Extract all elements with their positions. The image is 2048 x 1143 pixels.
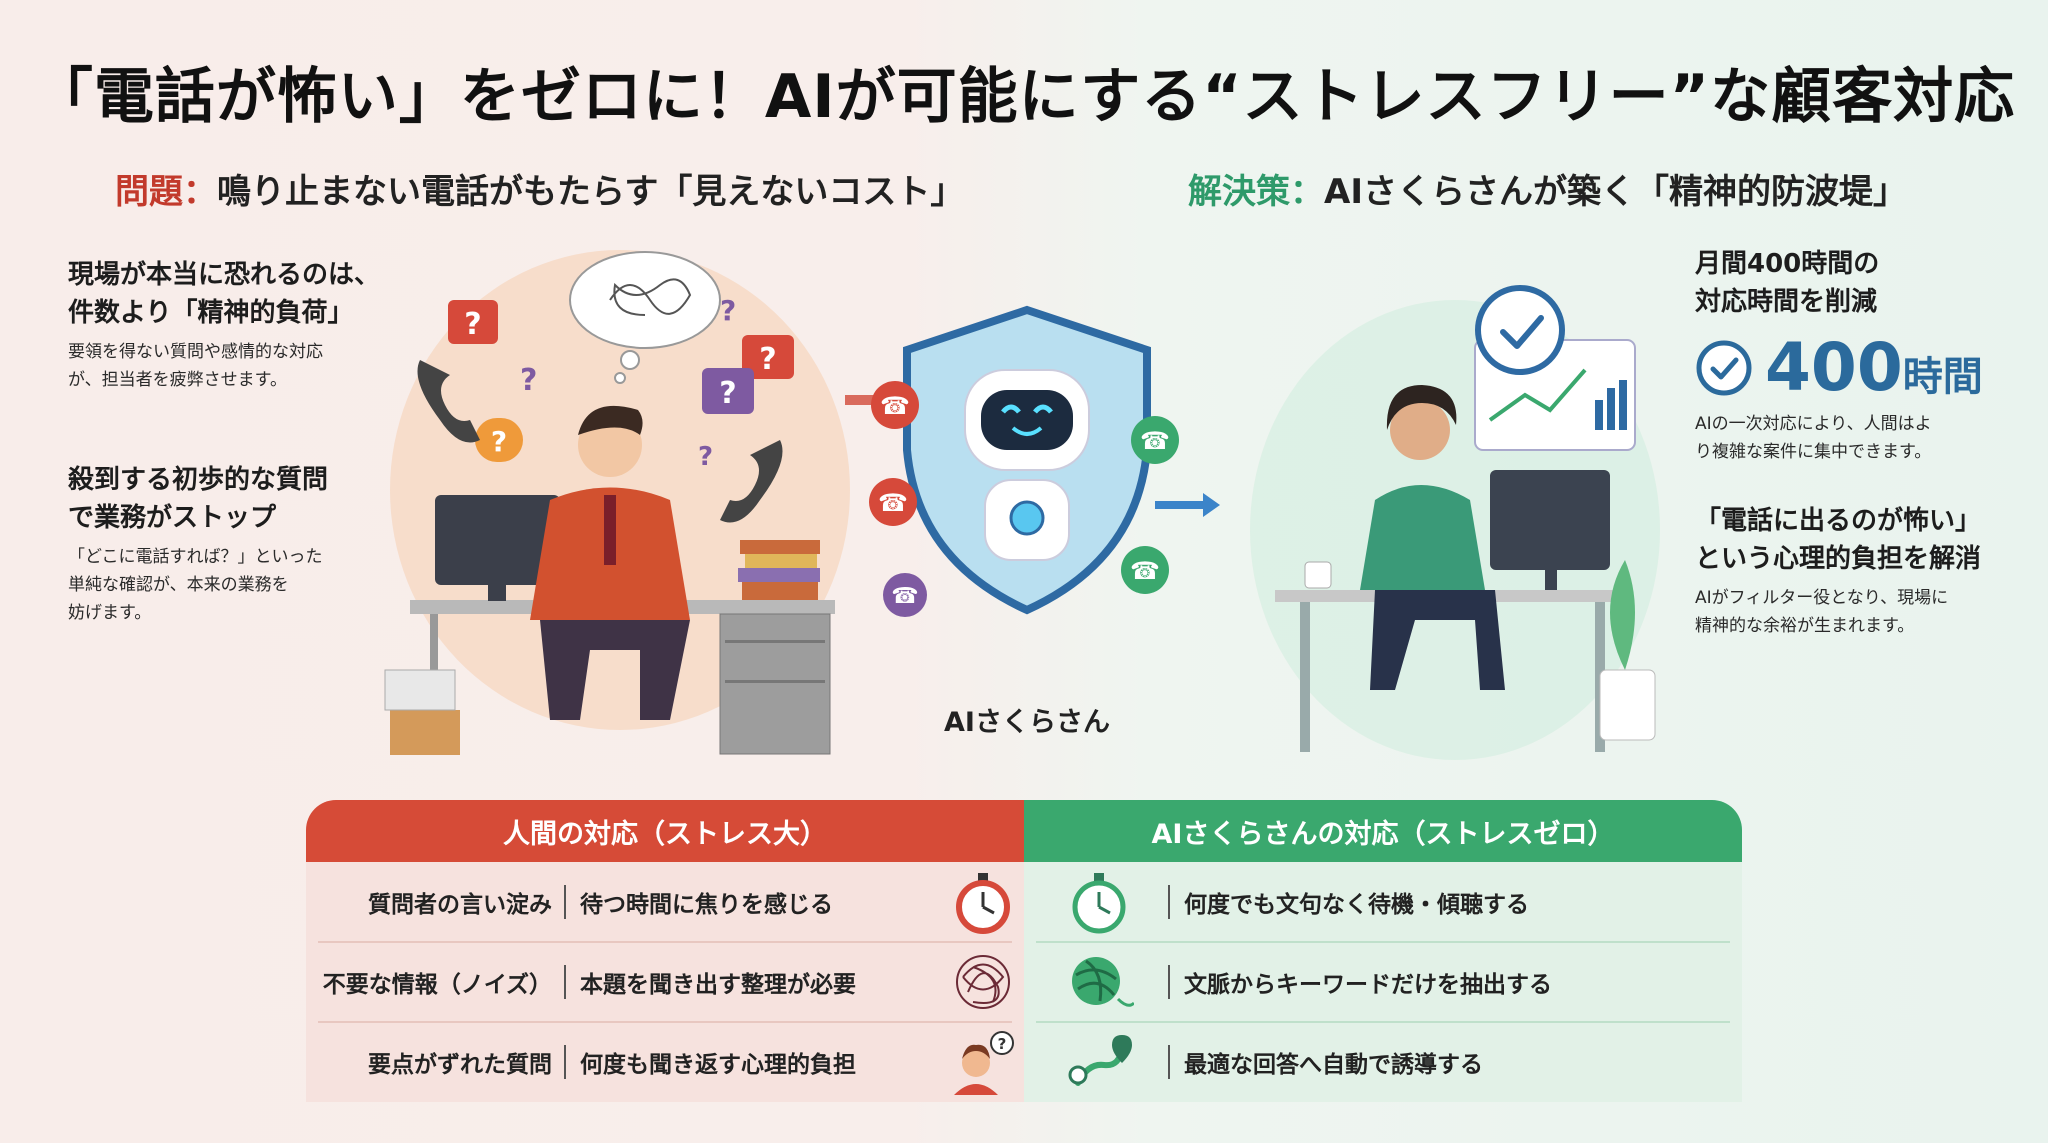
svg-text:?: ? [998, 1035, 1007, 1053]
table-row: 何度でも文句なく待機・傾聴する [1024, 862, 1742, 942]
row-text: 何度も聞き返す心理的負担 [580, 1052, 856, 1078]
right-point-1: 月間400時間の 対応時間を削減 400時間 AIの一次対応により、人間はよ り… [1695, 245, 2035, 466]
svg-text:?: ? [491, 425, 507, 458]
svg-text:?: ? [464, 307, 481, 342]
robot-label: AIさくらさん [944, 707, 1110, 738]
confused-person-icon: ? [954, 1031, 1014, 1095]
human-response-rows: 質問者の言い淀み 待つ時間に焦りを感じる 不要な情報（ノイズ） 本題を聞き出す整… [306, 862, 1024, 1102]
right-point-2-body-line1: AIがフィルター役となり、現場に [1695, 588, 1949, 608]
solution-text: AIさくらさんが築く「精神的防波堤」 [1324, 172, 1907, 212]
stat-400-hours: 400時間 [1765, 329, 1983, 406]
stat-unit: 時間 [1902, 354, 1983, 400]
table-row: 文脈からキーワードだけを抽出する [1024, 942, 1742, 1022]
right-point-1-body-line2: り複雑な案件に集中できます。 [1695, 442, 1932, 462]
svg-text:☎: ☎ [891, 584, 918, 609]
row-label: 要点がずれた質問 [368, 1052, 552, 1078]
right-point-2-body-line2: 精神的な余裕が生まれます。 [1695, 616, 1915, 636]
left-point-1-heading-line1: 現場が本当に恐れるのは、 [68, 260, 381, 290]
ai-response-header: AIさくらさんの対応（ストレスゼロ） [1024, 800, 1742, 862]
right-point-2-heading-line1: 「電話に出るのが怖い」 [1695, 506, 1982, 536]
left-point-1-body-line2: が、担当者を疲弊させます。 [68, 370, 287, 390]
problem-tag: 問題： [115, 172, 217, 212]
svg-text:☎: ☎ [1130, 557, 1160, 585]
svg-text:?: ? [698, 442, 713, 472]
right-point-1-body-line1: AIの一次対応により、人間はよ [1695, 414, 1932, 434]
left-point-2: 殺到する初歩的な質問 で業務がストップ 「どこに電話すれば？」といった 単純な確… [68, 461, 408, 627]
row-text: 本題を聞き出す整理が必要 [580, 972, 856, 998]
svg-text:?: ? [719, 376, 736, 411]
svg-text:?: ? [759, 342, 776, 377]
thought-bubble-icon [569, 251, 721, 384]
question-bubble-icon: ? ? ? ? ? ? ? [448, 294, 794, 472]
right-point-2-heading-line2: という心理的負担を解消 [1695, 544, 1982, 574]
svg-text:?: ? [720, 294, 736, 327]
yarn-ball-icon [1072, 957, 1134, 1007]
comparison-table: 人間の対応（ストレス大） AIさくらさんの対応（ストレスゼロ） 質問者の言い淀み… [306, 800, 1742, 1102]
right-point-1-heading-line2: 対応時間を削減 [1695, 287, 1878, 317]
problem-text: 鳴り止まない電話がもたらす「見えないコスト」 [217, 172, 965, 212]
left-point-1-heading-line2: 件数より「精神的負荷」 [68, 298, 354, 328]
problem-header: 問題：鳴り止まない電話がもたらす「見えないコスト」 [115, 164, 964, 213]
svg-text:☎: ☎ [878, 489, 908, 517]
solution-header: 解決策：AIさくらさんが築く「精神的防波堤」 [1188, 164, 1907, 213]
table-row: 不要な情報（ノイズ） 本題を聞き出す整理が必要 [306, 942, 1024, 1022]
row-text: 文脈からキーワードだけを抽出する [1184, 972, 1552, 998]
clock-check-icon [1696, 340, 1752, 395]
ai-robot-shield-illustration: ☎ ☎ ☎ ☎ ☎ [845, 305, 1220, 617]
calm-operator-illustration [1250, 285, 1660, 760]
left-point-1: 現場が本当に恐れるのは、 件数より「精神的負荷」 要領を得ない質問や感情的な対応… [68, 256, 408, 394]
tangle-icon [956, 955, 1010, 1009]
human-response-header: 人間の対応（ストレス大） [306, 800, 1024, 862]
right-point-1-heading-line1: 月間400時間の [1695, 249, 1880, 279]
route-icon [1068, 1035, 1132, 1086]
stopwatch-icon [1072, 873, 1126, 934]
table-row: 要点がずれた質問 何度も聞き返す心理的負担 ? [306, 1022, 1024, 1102]
page-title: 「電話が怖い」をゼロに！AIが可能にする“ストレスフリー”な顧客対応 [32, 62, 2016, 132]
solution-tag: 解決策： [1188, 172, 1324, 212]
left-point-2-heading-line2: で業務がストップ [68, 503, 277, 533]
table-row: 最適な回答へ自動で誘導する [1024, 1022, 1742, 1102]
left-point-1-body-line1: 要領を得ない質問や感情的な対応 [68, 342, 323, 362]
ai-response-rows: 何度でも文句なく待機・傾聴する 文脈からキーワードだけを抽出する 最適な回答へ自… [1024, 862, 1742, 1102]
row-text: 待つ時間に焦りを感じる [580, 892, 833, 918]
phone-call-icon: ☎ ☎ ☎ ☎ ☎ [869, 381, 1179, 617]
row-label: 不要な情報（ノイズ） [322, 972, 552, 998]
right-point-2: 「電話に出るのが怖い」 という心理的負担を解消 AIがフィルター役となり、現場に… [1695, 502, 2040, 640]
svg-text:☎: ☎ [1140, 427, 1170, 455]
left-point-2-heading-line1: 殺到する初歩的な質問 [68, 465, 329, 495]
left-point-2-body-line2: 単純な確認が、本来の業務を [68, 575, 289, 595]
svg-text:?: ? [520, 363, 537, 398]
clock-check-icon [1475, 285, 1565, 375]
row-label: 質問者の言い淀み [368, 892, 552, 918]
svg-text:☎: ☎ [880, 392, 910, 420]
row-text: 何度でも文句なく待機・傾聴する [1184, 892, 1529, 918]
stopwatch-icon [956, 873, 1010, 934]
left-point-2-body-line3: 妨げます。 [68, 603, 152, 623]
row-text: 最適な回答へ自動で誘導する [1184, 1052, 1483, 1078]
left-point-2-body-line1: 「どこに電話すれば？」といった [68, 547, 323, 567]
stat-value: 400 [1765, 329, 1903, 406]
table-row: 質問者の言い淀み 待つ時間に焦りを感じる [306, 862, 1024, 942]
stressed-worker-illustration: ? ? ? ? ? ? ? [384, 250, 850, 755]
